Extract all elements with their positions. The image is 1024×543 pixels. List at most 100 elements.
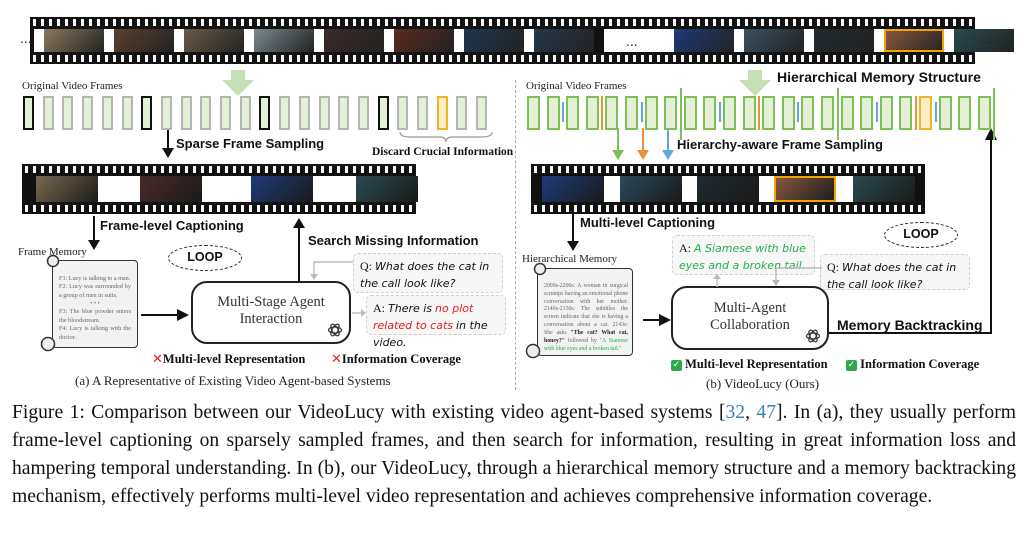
check-icon: ✓: [846, 359, 857, 371]
film-gap: [874, 29, 884, 52]
video-frame-thumbnail: [44, 29, 104, 52]
answer-text-red: no plot related to cats: [373, 302, 474, 332]
citation-link[interactable]: 32: [725, 402, 746, 423]
original-frames-label-b: Original Video Frames: [526, 80, 627, 92]
memory-line: F2: Lucy was surrounded by a group of me…: [59, 283, 131, 299]
frame-captioning-label: Frame-level Captioning: [100, 218, 244, 233]
video-frame: [919, 96, 932, 130]
video-frame-thumbnail: [534, 29, 594, 52]
figure-caption: Figure 1: Comparison between our VideoLu…: [12, 399, 1016, 511]
video-frame: [220, 96, 231, 130]
search-missing-label: Search Missing Information: [308, 233, 479, 248]
video-frame: [279, 96, 291, 130]
hierarchy-sampling-label: Hierarchy-aware Frame Sampling: [677, 137, 883, 152]
sampled-frame: [141, 96, 153, 130]
agent-label-line2: Interaction: [239, 311, 303, 327]
agent-label-line1: Multi-Stage Agent: [217, 294, 325, 310]
film-gap: [202, 176, 251, 202]
video-frame-thumbnail: [814, 29, 874, 52]
video-frame-thumbnail: [254, 29, 314, 52]
sampling-arrow-top-level: [612, 128, 624, 160]
film-holes-top: [531, 166, 925, 173]
answer-connector-b: [713, 274, 721, 287]
a-prefix: A:: [679, 241, 691, 255]
down-arrow-icon-a: [222, 70, 254, 96]
video-frame: [82, 96, 94, 130]
video-frame: [781, 96, 795, 130]
film-gap: [664, 29, 674, 52]
loop-label: LOOP: [903, 227, 939, 241]
film-gap: [524, 29, 534, 52]
video-frame: [318, 96, 330, 130]
memory-line: F1: Lucy is talking to a man.: [59, 275, 131, 282]
video-frame: [625, 96, 638, 130]
scroll-curl-icon: [46, 254, 60, 268]
video-frame: [860, 96, 874, 130]
sampled-frame-thumbnail: [697, 176, 759, 202]
criterion-label: Information Coverage: [341, 352, 461, 366]
film-holes-bottom: [531, 205, 925, 212]
frame-memory-label: Frame Memory: [18, 246, 87, 258]
hierarchical-memory-scroll: 2000s-2200s: A woman in surgical scrumps…: [537, 268, 633, 356]
scroll-curl-icon: [40, 336, 56, 352]
video-frame: [840, 96, 854, 130]
cross-icon: ✕: [331, 352, 342, 367]
film-gap: [34, 29, 44, 52]
sampled-frame-thumbnail: [542, 176, 604, 202]
low-level-boundary: [719, 102, 721, 122]
answer-text: in the video.: [373, 318, 488, 349]
video-frame-thumbnail: [464, 29, 524, 52]
video-frame: [476, 96, 488, 130]
video-frame: [121, 96, 133, 130]
film-holes-top: [30, 19, 975, 26]
answer-text-green: A Siamese with blue eyes and a broken ta…: [679, 242, 806, 272]
low-level-boundary: [797, 102, 800, 122]
loop-indicator-a: LOOP: [168, 245, 242, 271]
film-gap: [313, 176, 356, 202]
answer-bubble-b: A: A Siamese with blue eyes and a broken…: [672, 235, 815, 275]
ellipsis-right: ...: [982, 30, 994, 46]
criterion-multilevel-a: ✕Multi-level Representation: [152, 352, 305, 367]
video-frame: [683, 96, 697, 130]
sampled-frame-thumbnail: [36, 176, 98, 202]
citation-link[interactable]: 47: [756, 402, 777, 423]
film-gap: [604, 176, 620, 202]
mid-level-boundary: [915, 96, 917, 130]
video-frame: [605, 96, 619, 130]
down-arrow-icon-b: [739, 70, 771, 96]
question-bubble-a: Q: What does the cat in the call look li…: [353, 253, 503, 293]
sampled-frame: [23, 96, 34, 130]
video-frame-thumbnail: [184, 29, 244, 52]
loop-indicator-b: LOOP: [884, 222, 958, 248]
criterion-label: Multi-level Representation: [162, 352, 306, 366]
discard-brace: [399, 131, 493, 143]
multi-stage-agent-box: Multi-Stage Agent Interaction: [191, 281, 351, 344]
question-text: What does the cat in the call look like?: [360, 260, 490, 290]
memory-backtracking-arrow: [829, 128, 997, 334]
video-frame-thumbnail: [674, 29, 734, 52]
video-frame: [821, 96, 834, 130]
video-frame-thumbnail: [324, 29, 384, 52]
film-gap: [734, 29, 744, 52]
memory-text-quote: "The cat? What cat, honey?": [544, 329, 628, 344]
caption-text: ]. In (a), they usually perform frame-le…: [12, 402, 1016, 507]
q-prefix: Q:: [360, 259, 372, 273]
sampled-frame-thumbnail: [251, 176, 313, 202]
film-gap: [104, 29, 114, 52]
memory-text: followed by: [567, 337, 597, 344]
film-gap: [804, 29, 814, 52]
video-frame: [527, 96, 540, 130]
ellipsis-left: ...: [20, 30, 32, 46]
criterion-multilevel-b: ✓ Multi-level Representation: [671, 357, 828, 372]
search-missing-arrow: [293, 218, 305, 282]
video-frame: [338, 96, 350, 130]
scroll-curl-icon: [525, 343, 541, 359]
film-gap: [454, 29, 464, 52]
video-frame-thumbnail: [884, 29, 944, 52]
memory-line: F3: The blue powder enters the bloodstre…: [59, 308, 131, 324]
video-frame: [436, 96, 448, 130]
frame-memory-content: F1: Lucy is talking to a man. F2: Lucy w…: [59, 275, 131, 342]
video-frame: [180, 96, 192, 130]
film-gap: [314, 29, 324, 52]
mid-level-boundary: [758, 96, 761, 130]
